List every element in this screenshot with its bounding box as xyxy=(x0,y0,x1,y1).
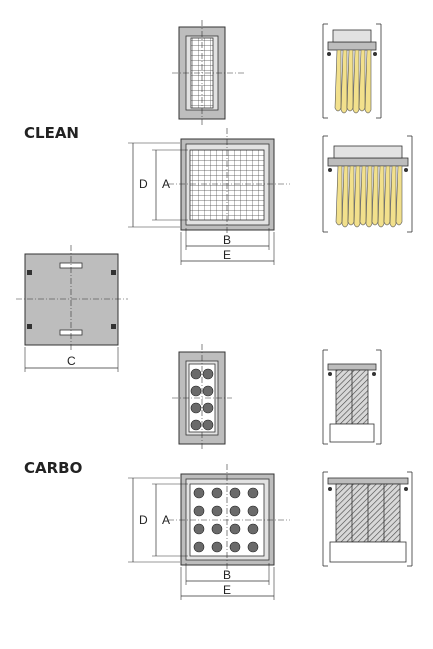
clean-title: CLEAN xyxy=(24,124,79,142)
carbo-large-top-view xyxy=(128,464,290,600)
clean-dim-d-label: D xyxy=(139,177,148,191)
clean-small-side-view xyxy=(322,23,382,119)
carbo-dim-d-label: D xyxy=(139,513,148,527)
clean-dim-e-label: E xyxy=(223,248,231,262)
carbo-small-side-view xyxy=(322,349,382,445)
clean-dim-a-label: A xyxy=(162,177,170,191)
carbo-large-side-view xyxy=(322,471,413,567)
carbo-dim-b-label: B xyxy=(223,568,231,582)
clean-large-top-view xyxy=(128,128,290,265)
carbo-dim-a-label: A xyxy=(162,513,170,527)
carbo-dim-e-label: E xyxy=(223,583,231,597)
clean-small-top-view xyxy=(172,20,244,126)
cover-panel-view xyxy=(16,245,128,372)
carbo-small-top-view xyxy=(172,344,232,450)
carbo-title: CARBO xyxy=(24,459,82,477)
clean-dim-b-label: B xyxy=(223,233,231,247)
panel-dim-c-label: C xyxy=(67,354,76,368)
clean-large-side-view xyxy=(322,135,413,233)
